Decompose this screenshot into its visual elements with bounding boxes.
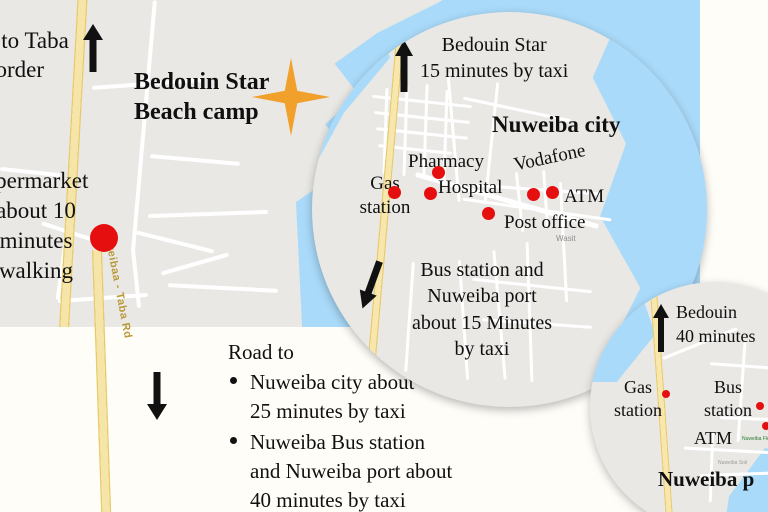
wasit-place-label: Wasit xyxy=(556,234,576,243)
list-item: Nuweiba Bus station and Nuweiba port abo… xyxy=(230,428,453,512)
side-road xyxy=(160,252,230,276)
post-office-label: Post office xyxy=(504,212,586,233)
post-office-dot xyxy=(482,207,495,220)
arrow-up-icon xyxy=(652,304,670,352)
legend-item-1-line-3: 40 minutes by taxi xyxy=(250,487,406,512)
camp-line-1: Bedouin Star xyxy=(134,69,270,95)
bedouin-star-camp-label: Bedouin Star Beach camp xyxy=(134,67,269,127)
small-bus-line-1: Bus xyxy=(713,377,742,397)
bullet-icon xyxy=(230,376,237,384)
small-bedouin-line-2: 40 minutes xyxy=(676,326,756,347)
gas-line-1: Gas xyxy=(370,173,400,194)
small-bus-station-label: Bus station xyxy=(686,376,768,421)
nuweiba-port-inset-circle: Bedouin 40 minutes Gas station Bus stati… xyxy=(590,282,768,512)
small-port-title: Nuweiba p xyxy=(658,467,755,491)
supermarket-marker-dot xyxy=(90,224,118,252)
small-bedouin-line-1: Bedouin xyxy=(676,302,737,322)
atm-label: ATM xyxy=(564,186,605,207)
supermarket-line-3: minutes xyxy=(0,227,73,253)
star-icon xyxy=(252,58,330,136)
small-poi-dot xyxy=(756,402,764,410)
camp-line-2: Beach camp xyxy=(134,99,259,125)
small-gas-station-dot xyxy=(662,390,670,398)
vodafone-dot xyxy=(527,188,540,201)
bus-line-4: by taxi xyxy=(454,338,510,361)
small-inset-street xyxy=(710,362,768,373)
side-road xyxy=(135,230,215,254)
small-bus-line-2: station xyxy=(704,399,752,420)
legend-item-1-line-1: Nuweiba Bus station xyxy=(250,429,425,454)
side-road xyxy=(130,247,142,309)
atm-dot xyxy=(546,186,559,199)
supermarket-line-1: upermarket xyxy=(0,168,89,193)
hospital-label: Hospital xyxy=(438,177,503,198)
road-to-legend: Road to Nuweiba city about 25 minutes by… xyxy=(228,338,452,512)
bedouin-line-1: Bedouin Star xyxy=(441,34,547,56)
supermarket-label: upermarket about 10 minutes walking xyxy=(0,166,92,286)
small-atm-label: ATM xyxy=(694,428,733,448)
arrow-down-icon xyxy=(146,372,168,420)
small-gas-line-2: station xyxy=(614,399,662,420)
bedouin-line-2: 15 minutes by taxi xyxy=(420,60,569,82)
pharmacy-dot xyxy=(432,166,445,179)
hospital-dot xyxy=(424,187,437,200)
legend-item-0-line-1: Nuweiba city about xyxy=(250,369,415,394)
small-gas-station-label: Gas station xyxy=(592,376,684,421)
pharmacy-label: Pharmacy xyxy=(408,151,484,172)
supermarket-line-2: about 10 xyxy=(0,197,76,223)
side-road xyxy=(149,154,241,166)
arrow-up-icon xyxy=(82,24,104,72)
small-poi-dot xyxy=(762,422,768,430)
arrow-up-icon xyxy=(394,40,414,92)
arrow-down-icon xyxy=(359,260,383,310)
legend-list: Nuweiba city about 25 minutes by taxi Nu… xyxy=(228,368,452,512)
bus-line-1: Bus station and xyxy=(420,259,544,281)
small-gas-line-1: Gas xyxy=(624,377,652,397)
bullet-icon xyxy=(230,436,237,444)
small-park-label: Nuweiba Flex xyxy=(742,436,768,442)
nuweiba-city-title: Nuweiba city xyxy=(492,112,621,137)
small-bedouin-label: Bedouin 40 minutes xyxy=(676,300,756,349)
small-street-label-2: Nuweiba Soil xyxy=(718,460,748,466)
bus-line-2: Nuweiba port xyxy=(427,285,537,308)
vodafone-label: Vodafone xyxy=(512,139,588,176)
legend-heading: Road to xyxy=(228,340,294,364)
legend-item-0-line-2: 25 minutes by taxi xyxy=(250,398,406,423)
taba-line-1: d to Taba xyxy=(0,28,69,53)
road-to-taba-label: d to Taba border xyxy=(0,26,69,85)
bus-line-3: about 15 Minutes xyxy=(412,311,552,334)
taba-line-2: border xyxy=(0,57,45,83)
bus-station-port-label: Bus station and Nuweiba port about 15 Mi… xyxy=(382,257,582,363)
gas-line-2: station xyxy=(359,196,411,218)
bedouin-star-distance-label: Bedouin Star 15 minutes by taxi xyxy=(420,32,568,84)
legend-item-1-line-2: and Nuweiba port about xyxy=(250,458,453,483)
gas-station-dot xyxy=(388,186,401,199)
list-item: Nuweiba city about 25 minutes by taxi xyxy=(230,368,452,426)
gas-station-label: Gas station xyxy=(336,172,434,220)
supermarket-line-4: walking xyxy=(0,257,74,283)
